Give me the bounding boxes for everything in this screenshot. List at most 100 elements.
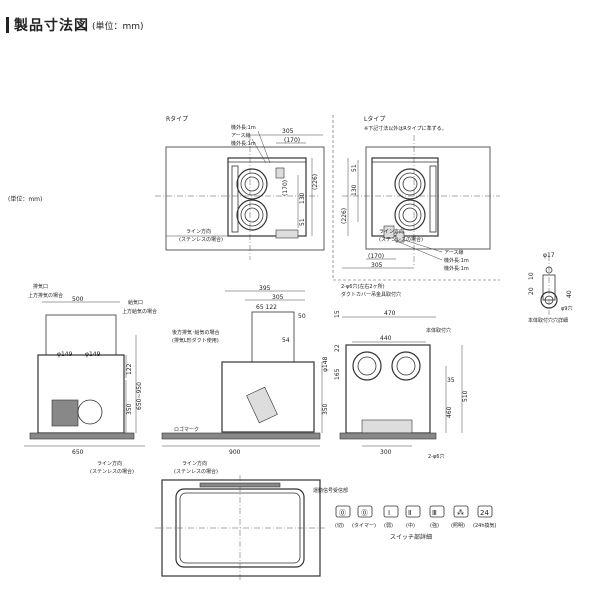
- r-outer-frame: [165, 146, 325, 251]
- l-dim-305: 305: [371, 262, 383, 269]
- switch-light: [453, 505, 469, 518]
- side-unit-label: (単位：mm): [8, 195, 42, 203]
- front-exhaust-sub: 上方排気の場合: [28, 292, 63, 299]
- end-dim-440: 440: [380, 335, 392, 342]
- l-dim-226: (226): [341, 208, 348, 224]
- front-dim-650-950: 650~950: [136, 382, 143, 410]
- r-casing: [227, 157, 307, 237]
- detail-d10: 10: [528, 272, 535, 280]
- end-dim-35: 35: [447, 377, 455, 384]
- mount-hole-detail: φ17 20 10 40 φ9穴 本体取付穴穴詳細: [528, 252, 573, 324]
- side-dim-395: 395: [259, 285, 271, 292]
- detail-label: 本体取付穴穴詳細: [528, 317, 568, 324]
- r-type-title: Rタイプ: [166, 115, 188, 123]
- switch-24h-glyph: 24: [480, 509, 489, 517]
- front-dim-350: 350: [126, 403, 133, 415]
- switch-caption-off: (切): [335, 522, 344, 529]
- end-bottom-block: [361, 419, 413, 434]
- front-dim-650: 650: [72, 449, 84, 456]
- side-logo-label: ロゴマーク: [174, 426, 199, 433]
- page-heading: 製品寸法図 (単位：mm): [6, 14, 144, 36]
- r-fan-upper: [236, 168, 268, 200]
- side-dim-65-122: 65 122: [256, 304, 277, 311]
- end-dim-300: 300: [380, 449, 392, 456]
- l-cord-1: 機外長:1m: [444, 257, 469, 264]
- switch-off: [335, 505, 351, 518]
- detail-d17: φ17: [543, 252, 555, 259]
- bottom-receiver-label: 運動信号受信部: [313, 487, 348, 494]
- switch-caption-light: (照明): [451, 523, 465, 529]
- front-dim-500: 500: [72, 296, 84, 303]
- r-dim-226: (226): [312, 174, 319, 190]
- front-hood-bottom: [29, 432, 135, 440]
- l-earth: アース線: [444, 249, 463, 256]
- r-dim-51: 51: [299, 218, 306, 226]
- front-d149-b: φ149: [85, 351, 101, 358]
- side-dim-350: 350: [322, 403, 329, 415]
- bottom-view: 運動信号受信部: [155, 475, 348, 580]
- end-dim-510: 510: [462, 390, 469, 402]
- l-line-sub: (ステンレスの場合): [379, 236, 423, 243]
- switch-low: [383, 505, 399, 518]
- r-dim-305: 305: [282, 128, 294, 135]
- switch-low-glyph: Ⅰ: [388, 509, 390, 517]
- end-fan-left: [352, 351, 382, 381]
- l-casing-side: [429, 165, 437, 233]
- end-dim-22: 22: [334, 344, 341, 352]
- end-hole-label: 2-φ6穴(左右2ヶ所): [341, 283, 385, 290]
- l-leader-2: [393, 239, 443, 261]
- switch-panel: ⓪ ⓪ Ⅰ Ⅱ Ⅲ ⁂ 24 (切) (タイマー) (弱) (中) (強) (照…: [335, 505, 496, 541]
- switch-mid: [405, 505, 421, 518]
- end-dim-165: 165: [334, 368, 341, 380]
- side-dim-305: 305: [272, 294, 284, 301]
- side-view: 395 305 65 122 50 54 900 350 φ148 後方排気･給…: [161, 285, 329, 475]
- switch-caption-timer: (タイマー): [352, 522, 376, 529]
- side-rear-sub: (排気L形ダクト使用): [172, 337, 219, 344]
- l-dim-51: 51: [351, 164, 358, 172]
- front-fan-right: [77, 399, 103, 425]
- front-exhaust-label: 排気口: [33, 283, 48, 290]
- front-view: 500 650 650~950 122 350 φ149 φ149 排気口 上方…: [24, 283, 157, 475]
- l-fan-upper: [394, 168, 426, 200]
- side-line-sub: (ステンレスの場合): [174, 468, 218, 475]
- r-dim-130: 130: [299, 192, 306, 204]
- switch-timer-glyph: ⓪: [361, 509, 368, 517]
- heading-bar: [6, 17, 9, 33]
- l-line-dir: ライン方向: [379, 228, 404, 235]
- r-leader-1: [257, 130, 271, 164]
- r-fan-lower: [236, 199, 268, 231]
- r-line-dir: ライン方向: [186, 228, 211, 235]
- switch-caption-high: (強): [430, 522, 439, 529]
- detail-d9: φ9穴: [561, 305, 572, 312]
- end-fan-right: [391, 351, 421, 381]
- switch-panel-title: スイッチ部詳細: [390, 533, 432, 541]
- r-leader-2: [251, 138, 267, 164]
- side-dim-50: 50: [298, 313, 306, 320]
- side-dim-148: φ148: [322, 356, 329, 372]
- switch-caption-low: (弱): [384, 523, 393, 529]
- detail-d20: 20: [528, 287, 535, 295]
- l-type-note: ※下記寸法以外はRタイプに準ずる。: [364, 125, 447, 132]
- front-line-dir: ライン方向: [97, 460, 122, 467]
- end-hole-b-label: 2-φ6穴: [428, 453, 444, 460]
- r-earth: アース線: [231, 132, 250, 139]
- bottom-switch-strip: [199, 482, 281, 488]
- r-cord-2: 機外長:1m: [231, 140, 256, 147]
- l-outer-frame: [365, 146, 491, 250]
- r-dim-170: (170): [284, 137, 300, 144]
- side-line-dir: ライン方向: [182, 460, 207, 467]
- front-intake-sub: 上方給気の場合: [122, 308, 157, 315]
- r-line-sub: (ステンレスの場合): [179, 236, 223, 243]
- l-terminal-box: [383, 225, 395, 239]
- side-rear-label: 後方排気･給気の場合: [172, 329, 220, 336]
- switch-mid-glyph: Ⅱ: [408, 509, 411, 517]
- page-unit: (単位：mm): [92, 21, 144, 32]
- switch-off-glyph: ⓪: [339, 509, 346, 517]
- end-cover-label: ダクトカバー吊金具取付穴: [341, 291, 401, 298]
- end-dim-460: 460: [446, 406, 453, 418]
- switch-high: [429, 505, 445, 518]
- side-body: [221, 361, 315, 433]
- l-dim-170: (170): [368, 253, 384, 260]
- r-type-view: Rタイプ 305 (170) (226) 51 130 (170) 機外長:1m: [155, 115, 325, 260]
